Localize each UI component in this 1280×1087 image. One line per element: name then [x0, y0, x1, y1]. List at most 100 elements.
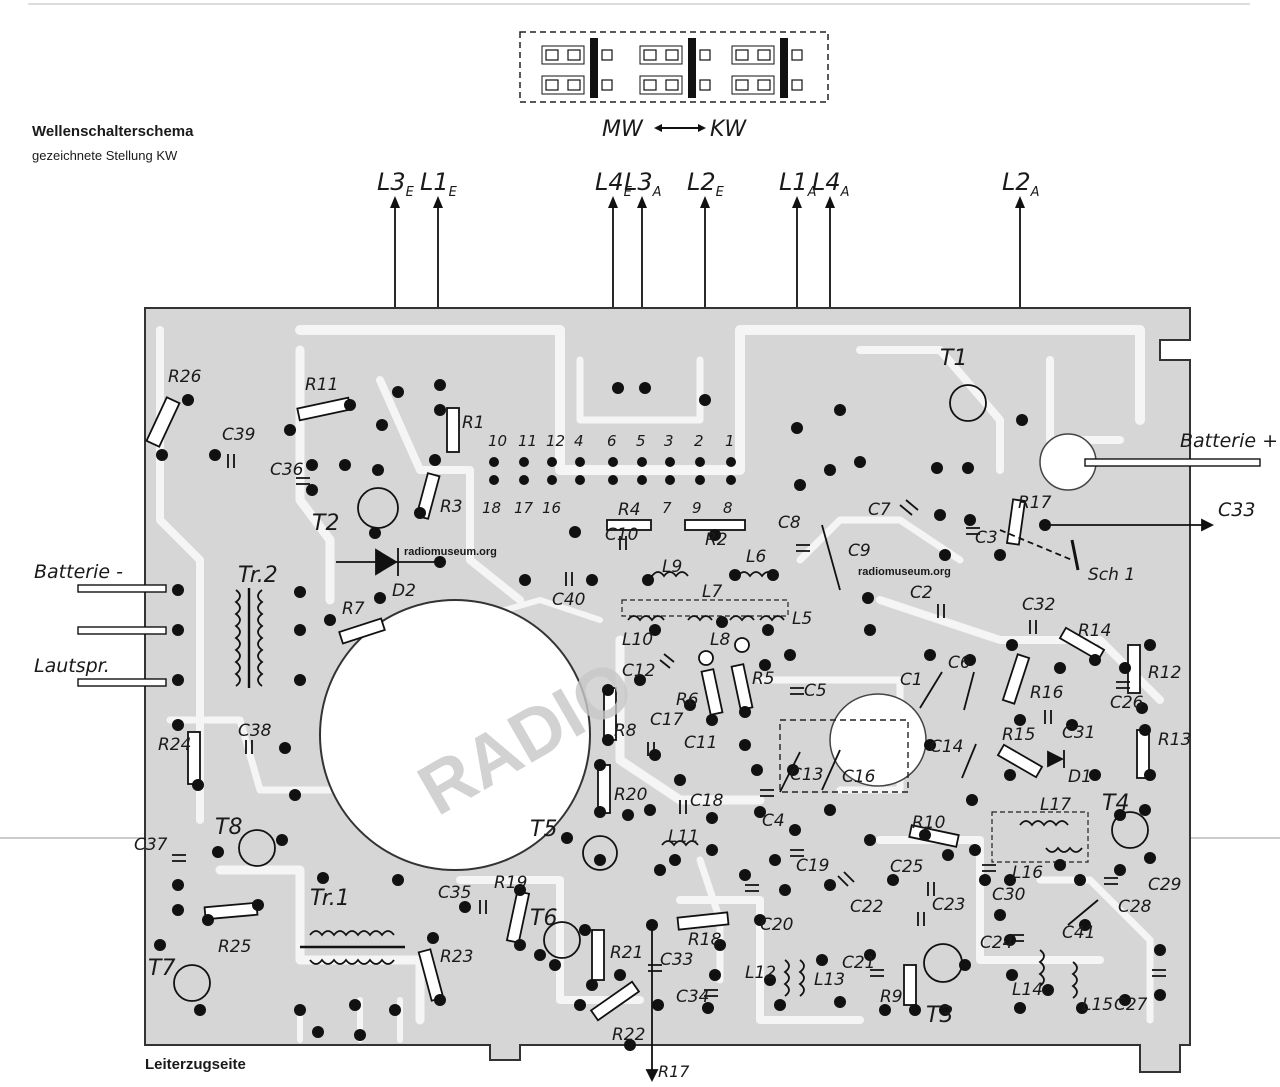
- component-label-r12: R12: [1148, 663, 1181, 683]
- component-label-tr-1: Tr.1: [310, 886, 350, 911]
- switch-cell: [639, 68, 711, 98]
- component-label-c12: C12: [622, 661, 656, 681]
- component-label-r3: R3: [440, 497, 463, 517]
- switch-cell: [541, 68, 613, 98]
- component-label-c23: C23: [932, 895, 966, 915]
- contact-number: 11: [518, 432, 537, 450]
- component-label-r5: R5: [752, 669, 775, 689]
- component-label-c39: C39: [222, 425, 256, 445]
- pcb-board: [144, 307, 1191, 1073]
- component-label-c14: C14: [930, 737, 964, 757]
- component-label-r25: R25: [218, 937, 251, 957]
- component-label-l11: L11: [668, 827, 699, 847]
- component-label-c24: C24: [980, 933, 1014, 953]
- component-label-c41: C41: [1062, 923, 1096, 943]
- label-battery-minus: Batterie -: [34, 561, 123, 583]
- coil-lead-label: L1E: [420, 168, 458, 200]
- contact-number: 3: [664, 432, 674, 450]
- solder-pads: [154, 379, 1166, 1051]
- contact-number: 8: [723, 499, 733, 517]
- component-label-t7: T7: [148, 956, 175, 981]
- coil-lead-label: L1A: [779, 168, 817, 200]
- contact-number: 5: [636, 432, 646, 450]
- legend-mw: MW: [602, 117, 644, 142]
- component-label-r9: R9: [880, 987, 903, 1007]
- contact-number: 16: [542, 499, 561, 517]
- component-label-r20: R20: [614, 785, 647, 805]
- component-label-r13: R13: [1158, 730, 1191, 750]
- component-label-l5: L5: [792, 609, 812, 629]
- switch-cell: [731, 68, 803, 98]
- footer-bottom-lead: R17: [658, 1062, 690, 1081]
- component-label-c3: C3: [975, 528, 998, 548]
- component-label-c35: C35: [438, 883, 472, 903]
- watermark-1: radiomuseum.org: [404, 546, 497, 558]
- contact-number: 1: [725, 432, 735, 450]
- component-label-c5: C5: [804, 681, 827, 701]
- component-label-c32: C32: [1022, 595, 1056, 615]
- schematic-subtitle: gezeichnete Stellung KW: [32, 148, 178, 163]
- switch-cell: [541, 38, 613, 68]
- component-label-t2: T2: [312, 511, 339, 536]
- component-label-c25: C25: [890, 857, 924, 877]
- component-label-l16: L16: [1012, 863, 1043, 883]
- component-label-c30: C30: [992, 885, 1026, 905]
- footer-side-label: Leiterzugseite: [145, 1056, 246, 1073]
- component-label-c10: C10: [605, 525, 639, 545]
- component-label-d2: D2: [392, 581, 416, 601]
- component-label-c8: C8: [778, 513, 801, 533]
- component-symbols: [77, 384, 1261, 1083]
- component-label-r23: R23: [440, 947, 473, 967]
- component-label-r26: R26: [168, 367, 202, 387]
- component-label-r24: R24: [158, 735, 191, 755]
- contact-number: 10: [488, 432, 507, 450]
- coil-lead-label: L2E: [687, 168, 725, 200]
- component-label-r19: R19: [494, 873, 527, 893]
- component-label-l13: L13: [814, 970, 845, 990]
- coil-lead-label: L2A: [1002, 168, 1040, 200]
- legend-kw: KW: [710, 117, 747, 142]
- component-label-l9: L9: [662, 557, 682, 577]
- component-label-c17: C17: [650, 710, 684, 730]
- component-label-c9: C9: [848, 541, 871, 561]
- component-label-c31: C31: [1062, 723, 1096, 743]
- component-label-c11: C11: [684, 733, 718, 753]
- component-label-t6: T6: [530, 906, 557, 931]
- component-label-r18: R18: [688, 930, 722, 950]
- component-label-c37: C37: [134, 835, 168, 855]
- component-label-r17: R17: [1018, 493, 1052, 513]
- component-label-r8: R8: [614, 721, 637, 741]
- component-label-r22: R22: [612, 1025, 645, 1045]
- component-label-l14: L14: [1012, 980, 1043, 1000]
- component-label-c2: C2: [910, 583, 933, 603]
- switch-legend: MW KW: [519, 31, 829, 142]
- component-label-t5: T5: [530, 817, 557, 842]
- component-label-c29: C29: [1148, 875, 1182, 895]
- switch-cell: [639, 38, 711, 68]
- contact-number: 12: [546, 432, 565, 450]
- component-label-c21: C21: [842, 953, 876, 973]
- component-label-l7: L7: [702, 582, 722, 602]
- component-label-l17: L17: [1040, 795, 1071, 815]
- component-label-r15: R15: [1002, 725, 1035, 745]
- component-label-l6: L6: [746, 547, 766, 567]
- label-c33-out: C33: [1218, 499, 1255, 521]
- component-label-c33: C33: [660, 950, 694, 970]
- component-label-sch-1: Sch 1: [1088, 565, 1135, 585]
- contact-number: 9: [692, 499, 702, 517]
- component-label-l8: L8: [710, 630, 730, 650]
- watermark-2: radiomuseum.org: [858, 566, 951, 578]
- coil-lead-label: L4A: [812, 168, 850, 200]
- component-label-c38: C38: [238, 721, 272, 741]
- component-label-r16: R16: [1030, 683, 1064, 703]
- label-battery-plus: Batterie +: [1180, 430, 1278, 452]
- component-label-t8: T8: [215, 815, 242, 840]
- component-label-r2: R2: [705, 530, 728, 550]
- component-label-c18: C18: [690, 791, 724, 811]
- component-label-tr-2: Tr.2: [238, 563, 278, 588]
- component-label-r10: R10: [912, 813, 945, 833]
- component-label-l10: L10: [622, 630, 653, 650]
- component-label-c34: C34: [676, 987, 710, 1007]
